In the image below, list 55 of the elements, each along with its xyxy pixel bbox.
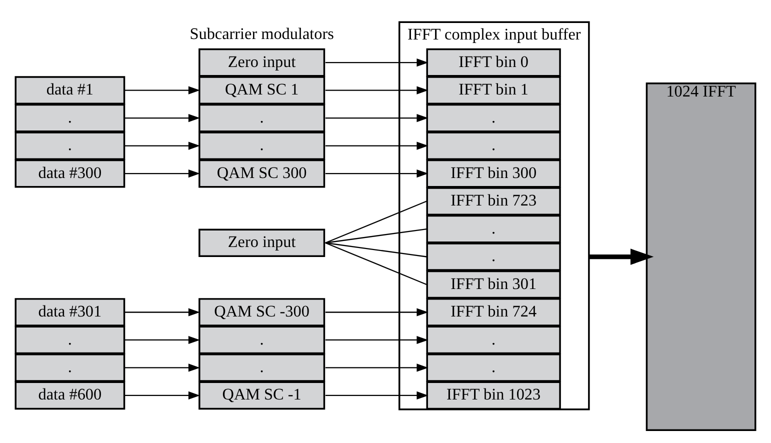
node-box: . <box>426 132 561 160</box>
node-box: . <box>198 354 326 382</box>
arrow <box>325 114 428 122</box>
connector <box>325 200 427 244</box>
arrow <box>124 391 200 400</box>
arrow <box>124 114 200 122</box>
node-box: . <box>14 326 126 354</box>
node-box: data #600 <box>14 381 126 410</box>
node-box: QAM SC -300 <box>198 298 326 326</box>
node-box: IFFT bin 1023 <box>426 381 561 410</box>
arrow <box>325 58 428 67</box>
arrow <box>124 142 200 150</box>
node-box: . <box>426 242 561 271</box>
node-box: 1024 IFFT <box>646 82 756 431</box>
node-box: data #1 <box>14 76 126 104</box>
node-box: IFFT bin 300 <box>426 159 561 188</box>
node-box: IFFT bin 1 <box>426 76 561 104</box>
node-box: data #300 <box>14 159 126 188</box>
connector <box>325 242 427 258</box>
node-box: . <box>426 214 561 244</box>
connector <box>325 228 427 244</box>
arrow <box>124 364 200 372</box>
label: Subcarrier modulators <box>190 26 334 44</box>
node-box: Zero input <box>198 48 326 77</box>
node-box: IFFT bin 0 <box>426 48 561 77</box>
arrow <box>325 169 428 178</box>
node-box: IFFT bin 724 <box>426 298 561 326</box>
node-box: . <box>426 104 561 132</box>
arrow <box>325 86 428 94</box>
node-box: IFFT bin 301 <box>426 270 561 299</box>
arrow <box>325 336 428 344</box>
arrow <box>124 169 200 178</box>
node-box: . <box>198 104 326 132</box>
arrow <box>124 308 200 316</box>
node-box: QAM SC 300 <box>198 159 326 188</box>
node-box: IFFT bin 723 <box>426 187 561 216</box>
node-box: QAM SC 1 <box>198 76 326 104</box>
arrow <box>325 142 428 150</box>
connector <box>325 242 427 286</box>
node-box: QAM SC -1 <box>198 381 326 410</box>
node-box: . <box>426 326 561 354</box>
node-box: Zero input <box>198 228 326 258</box>
node-box: . <box>14 354 126 382</box>
arrow <box>124 86 200 94</box>
arrow <box>588 248 654 265</box>
node-box: . <box>198 132 326 160</box>
arrow <box>124 336 200 344</box>
arrow <box>325 364 428 372</box>
node-box: . <box>426 354 561 382</box>
arrow <box>325 391 428 400</box>
arrow <box>325 308 428 316</box>
node-box: . <box>14 132 126 160</box>
node-box: data #301 <box>14 298 126 326</box>
node-box: . <box>14 104 126 132</box>
node-box: . <box>198 326 326 354</box>
